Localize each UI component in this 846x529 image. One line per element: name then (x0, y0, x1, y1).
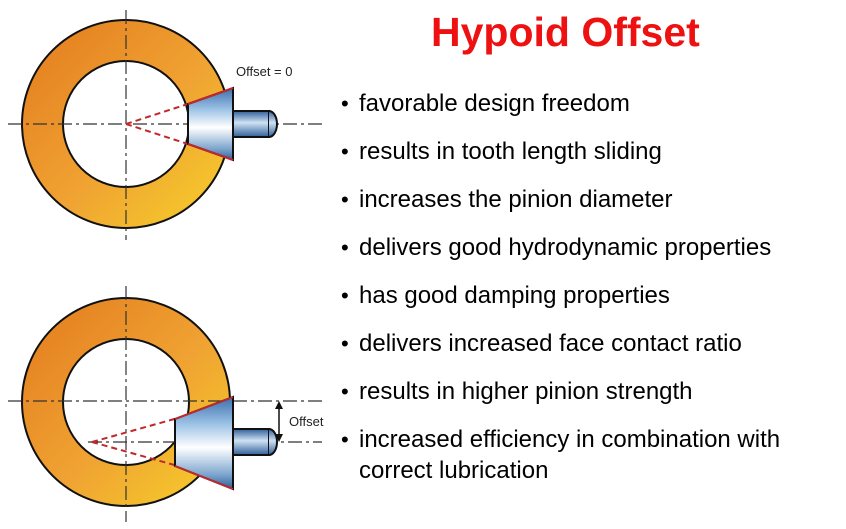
list-item: results in tooth length sliding (341, 136, 841, 184)
top-pinion-shaft-end (268, 110, 278, 138)
bottom-pinion-shaft (232, 428, 270, 456)
top-pinion-edge (187, 87, 234, 161)
list-item: favorable design freedom (341, 88, 841, 136)
top-diagram: Offset = 0 (8, 10, 322, 240)
bottom-offset-label: Offset (289, 414, 324, 429)
list-item: has good damping properties (341, 280, 841, 328)
top-pinion-shaft (232, 110, 270, 138)
list-item: increased efficiency in combination with… (341, 424, 841, 488)
bottom-pinion-shaft-end (268, 428, 278, 456)
list-item: results in higher pinion strength (341, 376, 841, 424)
bottom-diagram: Offset (8, 286, 324, 522)
top-offset-label: Offset = 0 (236, 64, 293, 79)
page-title: Hypoid Offset (431, 9, 700, 55)
offset-dimension-arrow-icon (275, 401, 283, 442)
list-item: delivers increased face contact ratio (341, 328, 841, 376)
bottom-pinion-edge (174, 396, 234, 490)
bottom-pitch-cone-lines (91, 417, 179, 467)
feature-list: favorable design freedom results in toot… (341, 88, 841, 488)
list-item: increases the pinion diameter (341, 184, 841, 232)
list-item: delivers good hydrodynamic properties (341, 232, 841, 280)
top-pitch-cone-lines (125, 102, 192, 146)
